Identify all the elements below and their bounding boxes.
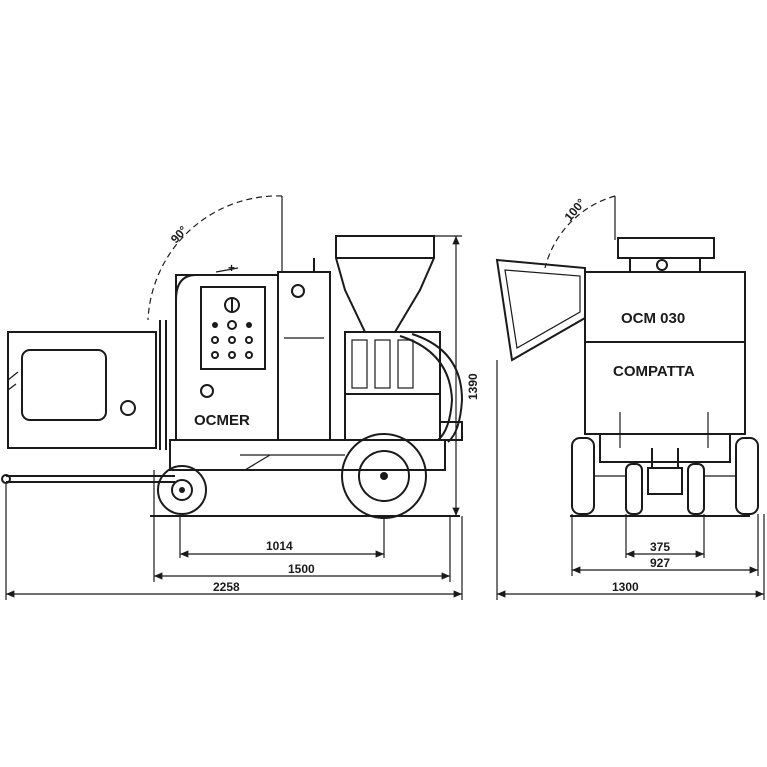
swing-arc-side: [147, 195, 283, 321]
rear-wheel: [157, 465, 207, 515]
right-wheel-front: [735, 437, 759, 515]
inner-width-dim-label: 375: [650, 540, 670, 554]
track-width-dim-label: 927: [650, 556, 670, 570]
overall-width-dim-label: 1300: [612, 580, 639, 594]
front-body: [584, 271, 746, 435]
wheelbase-dim-label: 1014: [266, 539, 293, 553]
model-label: OCM 030: [621, 310, 685, 327]
hopper-rim-front: [617, 237, 715, 259]
side-angle-label: 90°: [168, 223, 191, 246]
rear-cover: [7, 331, 157, 449]
side-view: + OCMER: [1, 195, 480, 600]
brand-label: OCMER: [194, 412, 250, 429]
main-wheel: [341, 433, 427, 519]
control-panel: [200, 286, 266, 370]
outlet-pipe: [399, 335, 454, 441]
engine-housing: [277, 271, 331, 441]
rotor-assembly: [344, 331, 441, 395]
overall-length-dim-label: 2258: [213, 580, 240, 594]
variant-label: COMPATTA: [613, 363, 695, 380]
left-wheel-front: [571, 437, 595, 515]
swing-arc-front: [544, 195, 616, 269]
height-dim-label: 1390: [466, 373, 480, 400]
svg-text:+: +: [228, 261, 235, 275]
cover-window: [21, 349, 107, 421]
chassis-dim-label: 1500: [288, 562, 315, 576]
front-view: 100° OCM 030 COMPATTA 375: [495, 195, 765, 600]
hopper: [335, 235, 435, 333]
